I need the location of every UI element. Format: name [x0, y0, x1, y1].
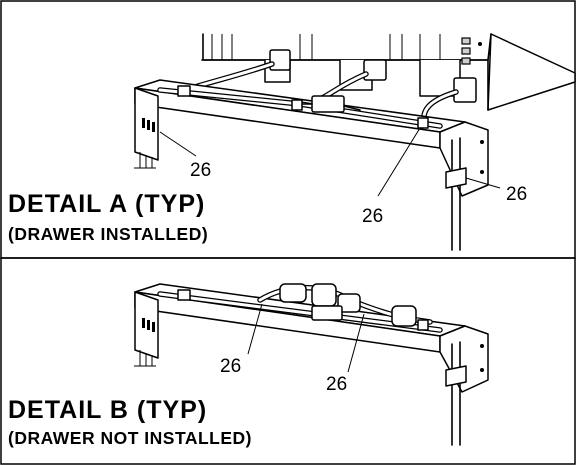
leader-a-mid: [377, 127, 421, 197]
detail-b-border: [0, 257, 576, 465]
detail-a-border: [0, 0, 576, 259]
detail-a-panel: 26 26 26 DETAIL A (TYP) (DRAWER INSTALLE…: [0, 0, 576, 259]
bracket-cables: [157, 85, 443, 129]
leader-b-left: [247, 303, 263, 355]
callout-26-a-mid: 26: [362, 206, 383, 227]
leader-a-left: [159, 131, 197, 157]
leader-b-right: [347, 313, 365, 373]
detail-b-panel: 26 26 DETAIL B (TYP) (DRAWER NOT INSTALL…: [0, 257, 576, 465]
detail-b-title: DETAIL B (TYP): [8, 396, 207, 424]
callout-26-b-left: 26: [220, 356, 241, 377]
coiled-cables-b: [157, 283, 443, 333]
detail-a-title: DETAIL A (TYP): [8, 190, 205, 218]
callout-26-a-right: 26: [506, 184, 527, 205]
detail-a-subtitle: (DRAWER INSTALLED): [8, 224, 208, 244]
callout-26-b-right: 26: [326, 374, 347, 395]
leader-a-right: [465, 177, 501, 189]
callout-26-a-left: 26: [190, 160, 211, 181]
detail-b-subtitle: (DRAWER NOT INSTALLED): [8, 428, 252, 448]
